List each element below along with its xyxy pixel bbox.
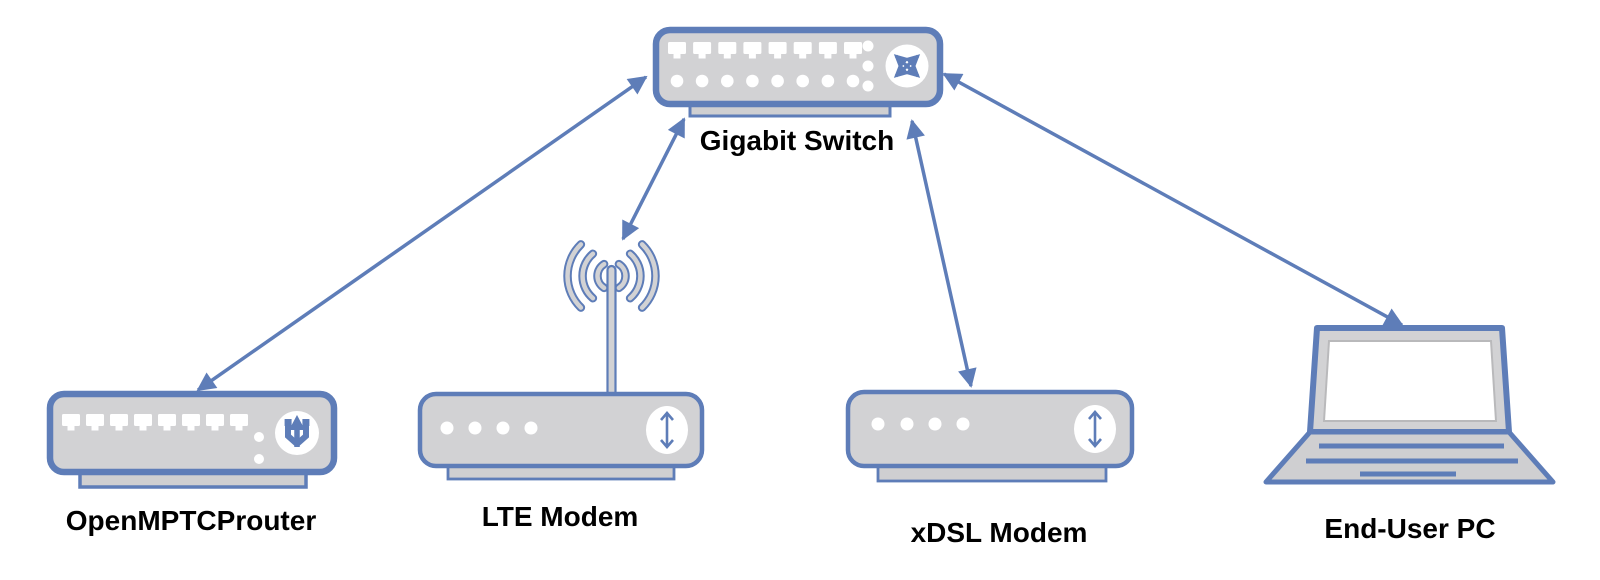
xdsl-label: xDSL Modem [911, 517, 1088, 548]
up-down-arrow-icon [1074, 405, 1116, 453]
laptop-keyboard-lines [1306, 443, 1518, 477]
edge-switch-to-xdsl-modem [906, 119, 977, 388]
xdsl-body [845, 389, 1135, 469]
switch-label: Gigabit Switch [700, 125, 894, 156]
edge-switch-to-pc [942, 72, 1404, 327]
edge-switch-to-router [196, 75, 648, 392]
node-xdsl-modem: xDSL Modem [845, 389, 1135, 548]
antenna-mast [606, 264, 617, 402]
node-lte-modem: LTE Modem [417, 240, 705, 532]
pc-label: End-User PC [1324, 513, 1495, 544]
branch-route-icon [275, 411, 319, 455]
antenna-icon [563, 240, 660, 402]
lte-label: LTE Modem [482, 501, 639, 532]
up-down-arrow-icon [646, 406, 688, 454]
node-gigabit-switch: Gigabit Switch [652, 26, 944, 156]
router-body [46, 390, 338, 476]
switch-side-leds [862, 40, 874, 92]
node-end-user-pc: End-User PC [1263, 325, 1556, 544]
lte-led-row [440, 421, 538, 435]
node-openmptcprouter: OpenMPTCProuter [46, 390, 338, 536]
router-side-leds [254, 432, 264, 464]
crossed-arrows-icon [885, 44, 929, 88]
router-label: OpenMPTCProuter [66, 505, 317, 536]
edges [196, 72, 1404, 392]
switch-led-row [670, 74, 860, 88]
edge-switch-to-lte-modem [621, 117, 686, 241]
laptop-screen [1322, 340, 1498, 422]
lte-body [417, 391, 705, 469]
xdsl-led-row [871, 417, 970, 431]
laptop-icon [1263, 325, 1556, 485]
